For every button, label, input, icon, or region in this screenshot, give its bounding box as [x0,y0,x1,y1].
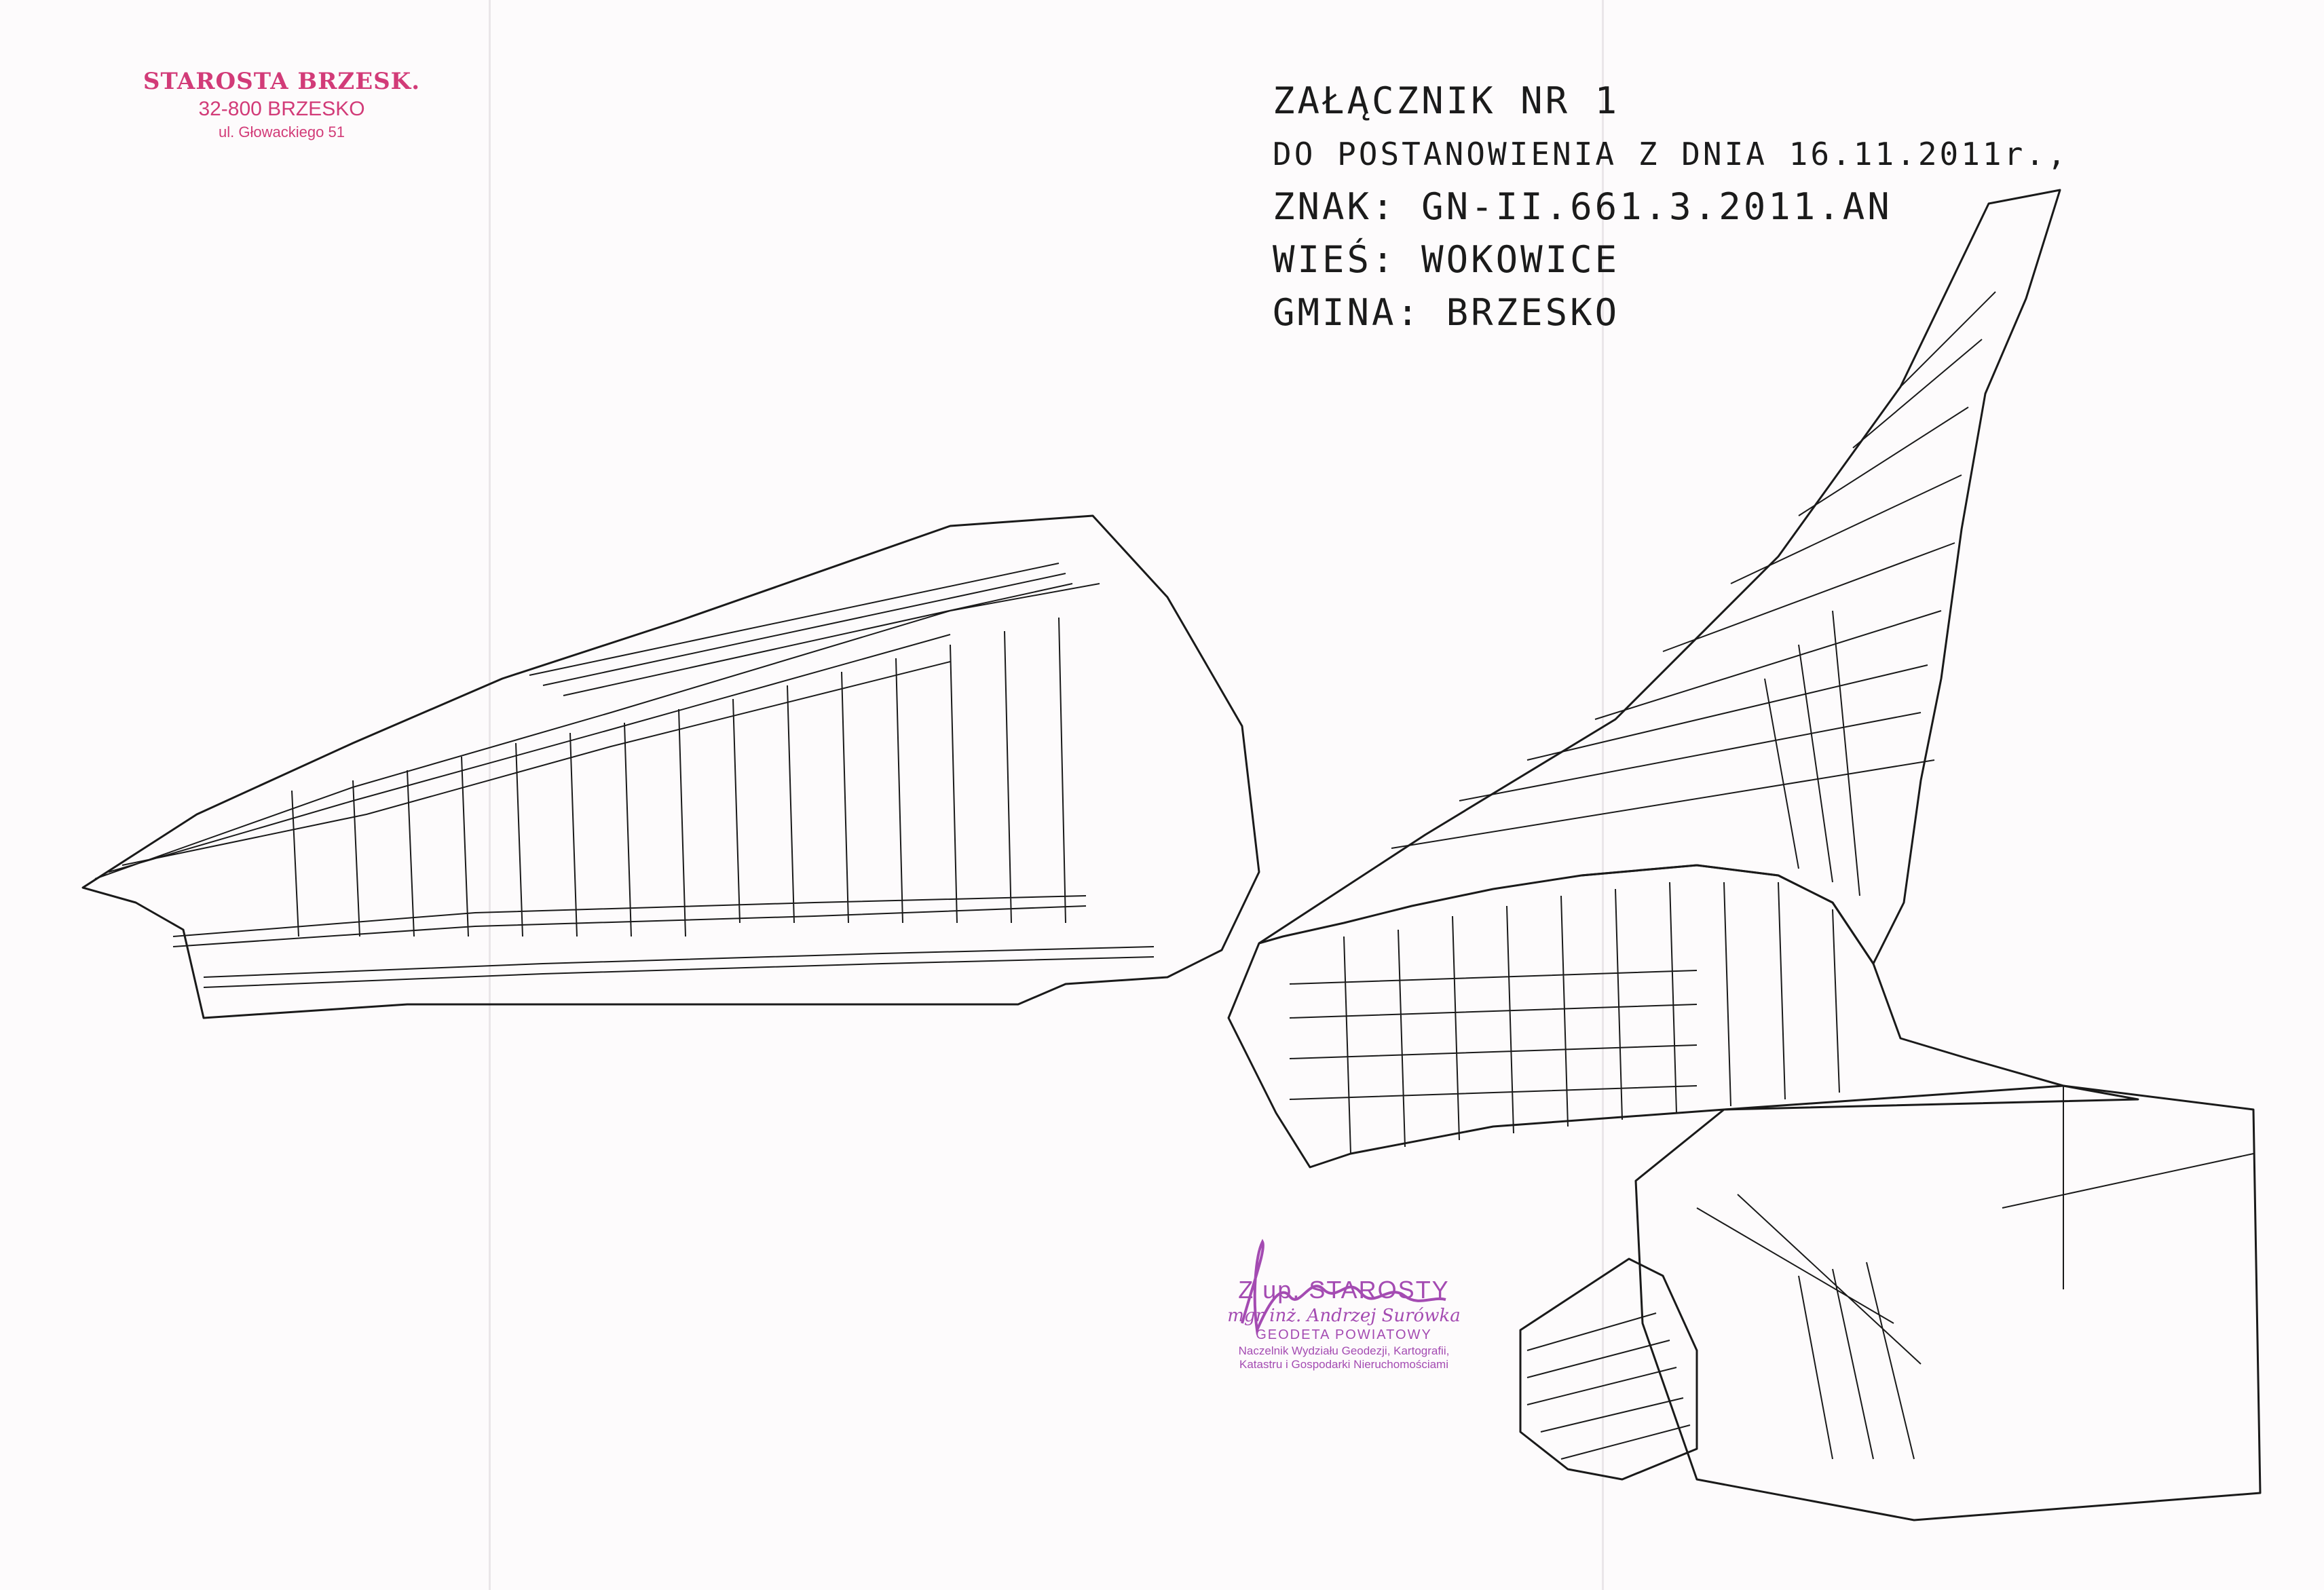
map-boundary-west [81,514,1260,1019]
stamp-street: ul. Głowackiego 51 [219,124,345,140]
paper-fold-right [1602,0,1604,1590]
parcel-lines-northeast [1391,291,1996,896]
stamp-department-1: Naczelnik Wydziału Geodezji, Kartografii… [1238,1344,1450,1357]
stamp-signatory: mgr inż. Andrzej Surówka [1227,1306,1461,1326]
parcel-lines-southwest [1526,1312,1691,1460]
attachment-header: ZAŁĄCZNIK NR 1 DO POSTANOWIENIA Z DNIA 1… [1273,75,2069,339]
stamp-authorization: Z up. STAROSTY [1238,1276,1450,1304]
surveyor-stamp: Z up. STAROSTY mgr inż. Andrzej Surówka … [1201,1276,1486,1371]
map-boundary-southwest [1519,1257,1698,1481]
stamp-position: GEODETA POWIATOWY [1256,1327,1432,1342]
attachment-village: WIEŚ: WOKOWICE [1273,238,1620,281]
stamp-department-2: Katastru i Gospodarki Nieruchomościami [1239,1358,1448,1371]
attachment-decision-date: DO POSTANOWIENIA Z DNIA 16.11.2011r., [1273,136,2069,172]
parcel-lines-center [1289,882,1840,1154]
starosta-stamp: STAROSTA BRZESK. 32-800 BRZESKO ul. Głow… [136,68,428,141]
map-boundary-center [1227,864,2139,1169]
stamp-postal: 32-800 BRZESKO [198,98,365,120]
attachment-reference: ZNAK: GN-II.661.3.2011.AN [1273,185,1892,228]
attachment-municipality: GMINA: BRZESKO [1273,291,1620,334]
map-boundary-northeast [1258,189,2061,965]
attachment-title: ZAŁĄCZNIK NR 1 [1273,79,1620,122]
stamp-office: STAROSTA BRZESK. [143,68,421,95]
parcel-lines-west [94,563,1155,988]
paper-fold-left [489,0,491,1590]
parcel-lines-east [1696,1086,2254,1460]
map-boundary-east [1634,1084,2262,1521]
signature-icon [1241,1238,1446,1336]
